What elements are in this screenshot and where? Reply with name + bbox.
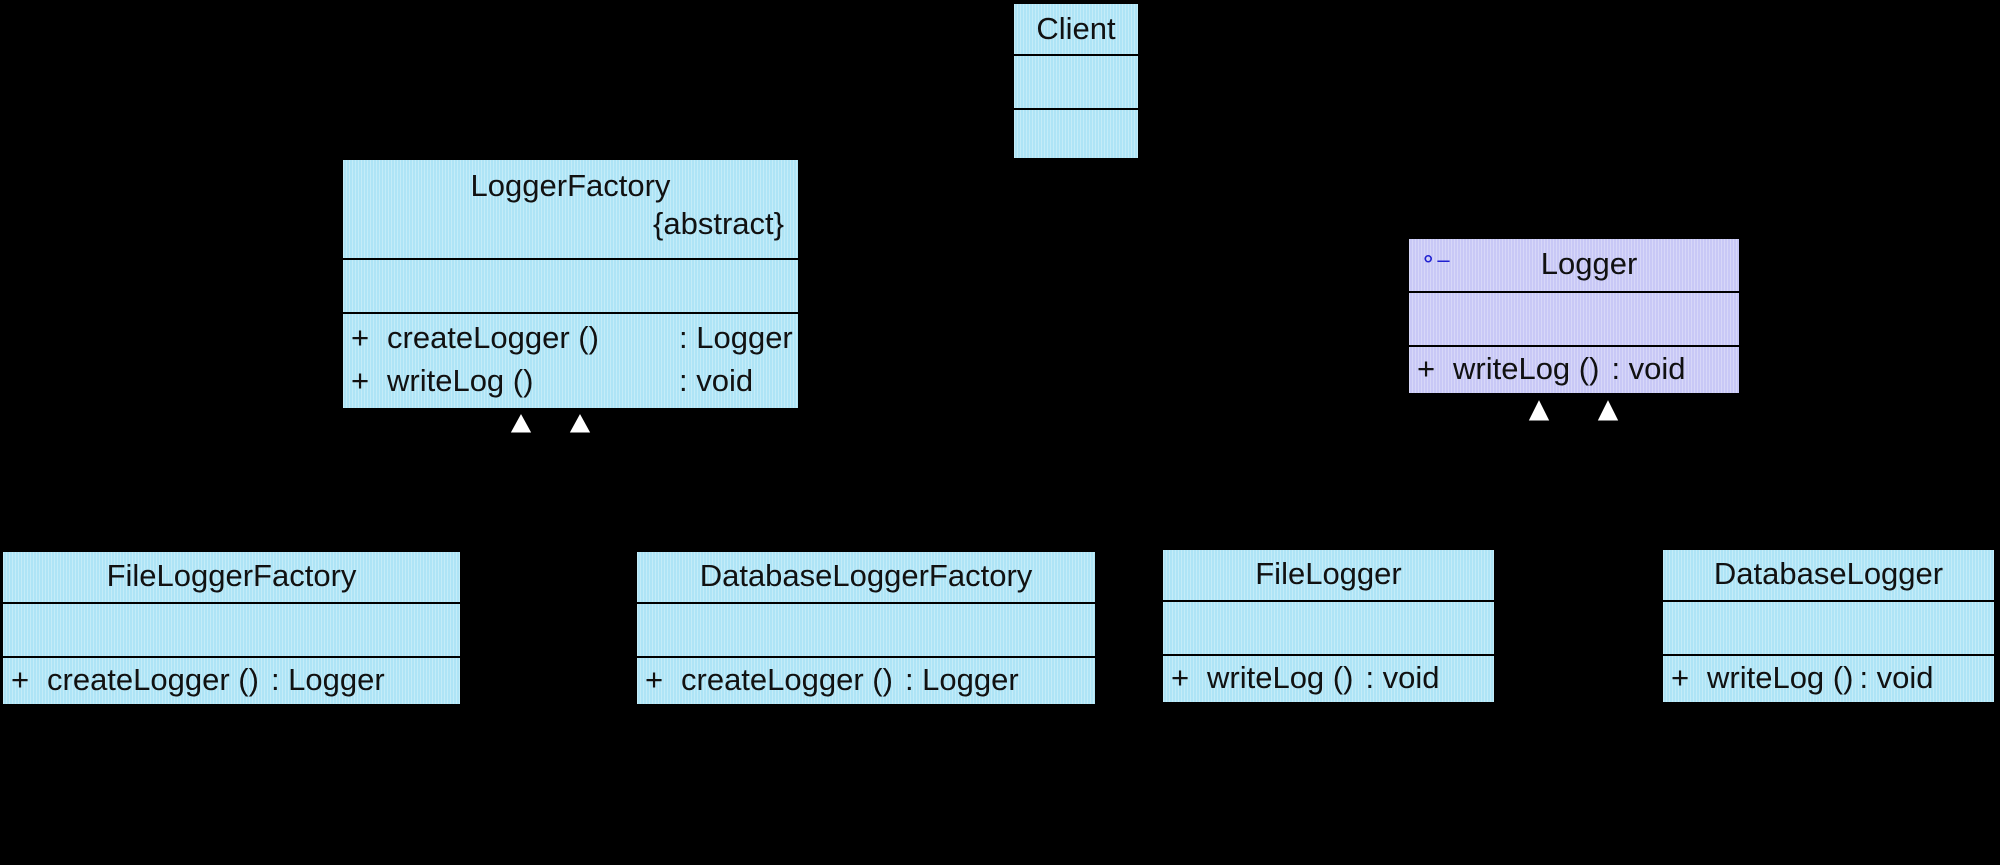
- class-name: LoggerFactory: [470, 168, 671, 203]
- operation-return-type: : Logger: [270, 662, 385, 697]
- attributes-compartment: [1014, 56, 1138, 110]
- operations-compartment: + writeLog () : void: [1663, 656, 1994, 702]
- class-name-compartment: DatabaseLoggerFactory: [637, 552, 1095, 604]
- operation-return-type: : void: [1365, 660, 1440, 695]
- operation-visibility: +: [351, 320, 370, 355]
- class-name: Client: [1036, 11, 1116, 46]
- class-name-compartment: DatabaseLogger: [1663, 550, 1994, 602]
- realization-arrowhead: [1527, 397, 1551, 422]
- operation: + createLogger () : Logger: [343, 316, 798, 359]
- class-client[interactable]: Client: [1012, 2, 1140, 160]
- class-logger-factory[interactable]: LoggerFactory {abstract} + createLogger …: [341, 158, 800, 410]
- operation-return-type: : Logger: [679, 320, 793, 355]
- interface-icon: ⚬–: [1419, 247, 1450, 272]
- class-name: FileLogger: [1255, 556, 1402, 591]
- operation: + writeLog () : void: [343, 359, 798, 402]
- class-name-compartment: FileLoggerFactory: [3, 552, 460, 604]
- operation-name: writeLog (): [1453, 351, 1600, 386]
- class-database-logger-factory[interactable]: DatabaseLoggerFactory + createLogger () …: [635, 550, 1097, 706]
- relationship-lines: [520, 420, 1609, 550]
- operation-name: createLogger (): [681, 662, 893, 697]
- operation-visibility: +: [1671, 660, 1690, 695]
- realization-arrowhead: [1596, 397, 1620, 422]
- operation-name: writeLog (): [1207, 660, 1354, 695]
- operation-return-type: : void: [679, 363, 754, 398]
- interface-logger[interactable]: ⚬– Logger + writeLog () : void: [1407, 237, 1741, 395]
- attributes-compartment: [343, 260, 798, 314]
- operation-visibility: +: [351, 363, 370, 398]
- operation-return-type: : Logger: [904, 662, 1019, 697]
- operation-return-type: : void: [1859, 660, 1934, 695]
- operation: + createLogger () : Logger: [637, 658, 1095, 701]
- operation: + createLogger () : Logger: [3, 658, 460, 701]
- class-file-logger[interactable]: FileLogger + writeLog () : void: [1161, 548, 1496, 704]
- generalization-arrowhead: [509, 411, 533, 434]
- class-name-compartment: FileLogger: [1163, 550, 1494, 602]
- operation: + writeLog () : void: [1163, 656, 1494, 699]
- operation-visibility: +: [1417, 351, 1436, 386]
- operation-name: createLogger (): [387, 320, 599, 355]
- class-name-compartment: Client: [1014, 4, 1138, 56]
- class-name-compartment: Logger: [1409, 239, 1739, 293]
- operation-name: writeLog (): [1707, 660, 1854, 695]
- class-file-logger-factory[interactable]: FileLoggerFactory + createLogger () : Lo…: [1, 550, 462, 706]
- operations-compartment: + createLogger () : Logger: [3, 658, 460, 704]
- operations-compartment: + createLogger () : Logger: [637, 658, 1095, 704]
- attributes-compartment: [1409, 293, 1739, 347]
- operation-visibility: +: [1171, 660, 1190, 695]
- generalization-arrowhead: [568, 411, 592, 434]
- operations-compartment: + writeLog () : void: [1409, 347, 1739, 393]
- attributes-compartment: [1163, 602, 1494, 656]
- attributes-compartment: [3, 604, 460, 658]
- class-name-compartment: LoggerFactory {abstract}: [343, 160, 798, 260]
- operation: + writeLog () : void: [1409, 347, 1739, 390]
- operations-compartment: + writeLog () : void: [1163, 656, 1494, 702]
- operations-compartment: + createLogger () : Logger + writeLog ()…: [343, 314, 798, 408]
- class-name: DatabaseLoggerFactory: [699, 558, 1033, 593]
- class-database-logger[interactable]: DatabaseLogger + writeLog () : void: [1661, 548, 1996, 704]
- attributes-compartment: [637, 604, 1095, 658]
- class-stereotype: {abstract}: [653, 206, 784, 241]
- class-name: DatabaseLogger: [1713, 556, 1944, 591]
- operation-name: writeLog (): [387, 363, 534, 398]
- operation-return-type: : void: [1611, 351, 1686, 386]
- attributes-compartment: [1663, 602, 1994, 656]
- class-name: FileLoggerFactory: [106, 558, 357, 593]
- operation-visibility: +: [645, 662, 664, 697]
- class-name: Logger: [1540, 246, 1638, 281]
- operation: + writeLog () : void: [1663, 656, 1994, 699]
- operation-visibility: +: [11, 662, 30, 697]
- operation-name: createLogger (): [47, 662, 259, 697]
